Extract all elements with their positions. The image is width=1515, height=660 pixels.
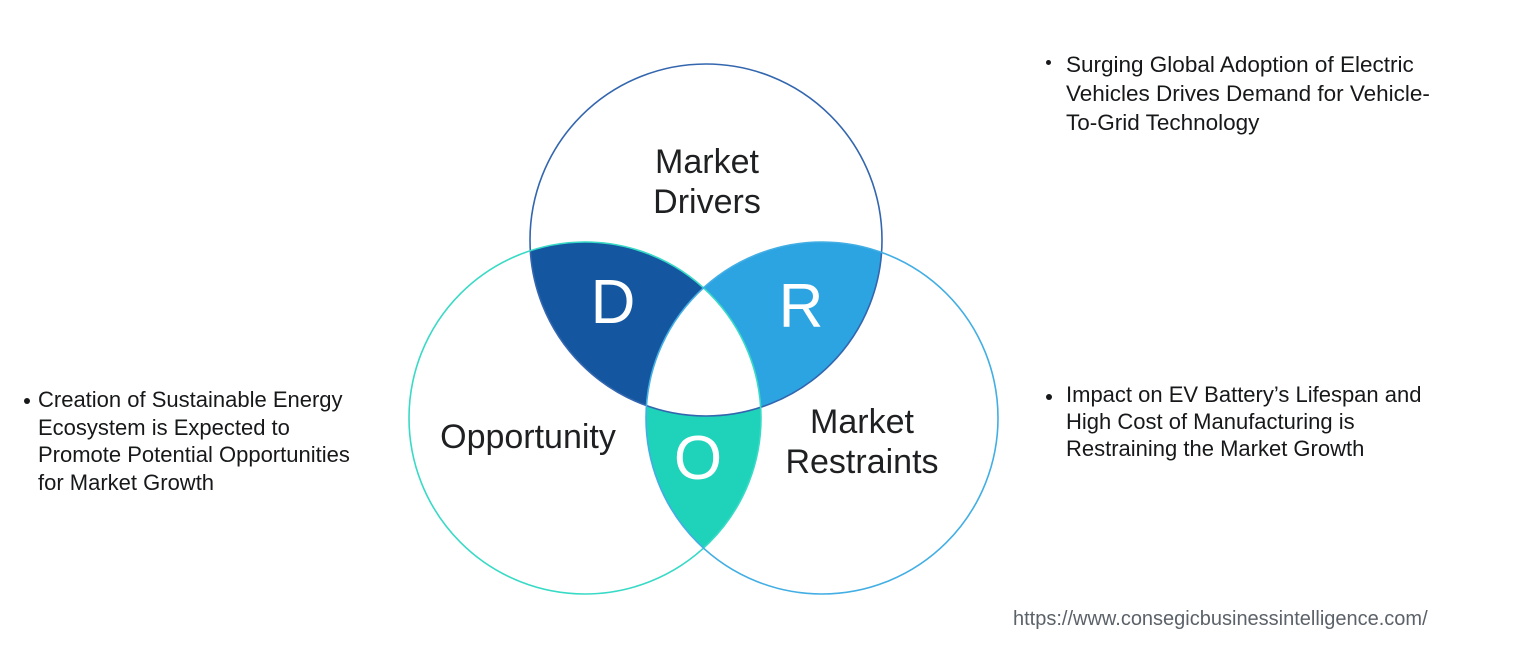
driver-note-bullet-icon [1046, 60, 1051, 65]
opportunity-note-line4: for Market Growth [38, 469, 215, 495]
opportunity-note-line1: Creation of Sustainable Energy [38, 387, 343, 412]
restraints-letter: R [778, 272, 824, 341]
opportunity-note-bullet-icon [24, 398, 30, 404]
restraint-note-line2: High Cost of Manufacturing is [1066, 409, 1355, 434]
drivers-label-line2: Drivers [653, 183, 761, 221]
driver-note-line1: Surging Global Adoption of Electric [1066, 52, 1414, 77]
restraint-note-line1: Impact on EV Battery’s Lifespan and [1066, 382, 1422, 407]
restraints-circle-outline [645, 241, 999, 595]
drivers-label: Market Drivers [653, 142, 761, 222]
restraint-note-line3: Restraining the Market Growth [1066, 436, 1365, 461]
opportunity-note-line3: Promote Potential Opportunities [38, 442, 350, 467]
opportunity-overlap-region [646, 242, 761, 594]
drivers-circle-outline [529, 63, 883, 417]
driver-note: Surging Global Adoption of Electric Vehi… [1066, 50, 1430, 137]
restraints-label-line2: Restraints [785, 443, 939, 481]
opportunity-label: Opportunity [440, 417, 616, 457]
opportunity-label-line1: Opportunity [440, 418, 616, 456]
restraint-note: Impact on EV Battery’s Lifespan and High… [1066, 381, 1421, 462]
opportunity-note-line2: Ecosystem is Expected to [38, 414, 290, 440]
driver-note-line2: Vehicles Drives Demand for Vehicle- [1066, 81, 1430, 106]
restraint-note-bullet-icon [1046, 394, 1052, 400]
opportunity-overlap-group [646, 242, 761, 594]
opportunity-circle-outline [408, 241, 762, 595]
opportunity-note: Creation of Sustainable Energy Ecosystem… [38, 386, 350, 496]
source-url: https://www.consegicbusinessintelligence… [1013, 608, 1428, 630]
opportunity-letter: O [673, 424, 723, 493]
restraints-label: Market Restraints [785, 402, 938, 482]
drivers-letter: D [590, 268, 636, 337]
restraints-label-line1: Market [810, 403, 914, 441]
drivers-label-line1: Market [655, 143, 759, 181]
driver-note-line3: To-Grid Technology [1066, 110, 1260, 135]
